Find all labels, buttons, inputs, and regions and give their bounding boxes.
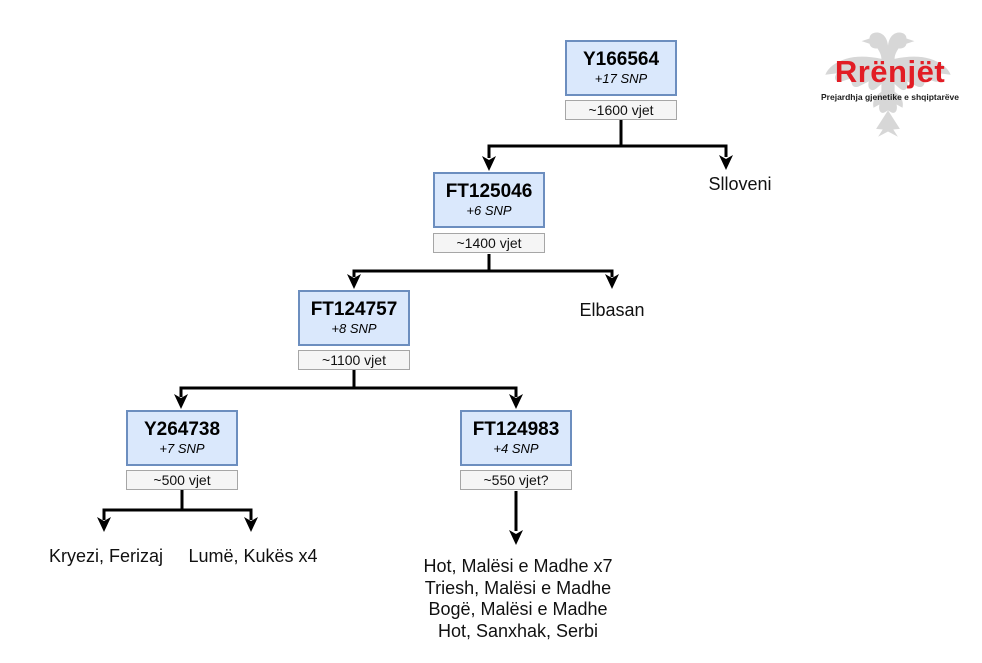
node-snp-count: +4 SNP: [493, 441, 539, 457]
connector-ft125046: [352, 254, 614, 277]
age-label-ft124757: ~1100 vjet: [298, 350, 410, 370]
rrenjet-logo: Rrënjët Prejardhja gjenetike e shqiptarë…: [800, 18, 980, 146]
haplogroup-node-y264738: Y264738 +7 SNP: [126, 410, 238, 466]
haplogroup-node-ft125046: FT125046 +6 SNP: [433, 172, 545, 228]
age-label-ft124983: ~550 vjet?: [460, 470, 572, 490]
connector-y166564: [487, 120, 728, 158]
logo-tagline: Prejardhja gjenetike e shqiptarëve: [821, 92, 959, 102]
node-snp-count: +17 SNP: [594, 71, 648, 87]
leaf-line: Hot, Malësi e Madhe x7: [423, 556, 613, 576]
node-snp-count: +8 SNP: [331, 321, 377, 337]
node-snp-count: +6 SNP: [466, 203, 512, 219]
node-title: FT125046: [445, 180, 533, 202]
age-label-y166564: ~1600 vjet: [565, 100, 677, 120]
arrowheads: [97, 155, 733, 545]
node-snp-count: +7 SNP: [159, 441, 205, 457]
node-title: Y166564: [582, 48, 660, 70]
node-title: FT124983: [472, 418, 560, 440]
leaf-line: Bogë, Malësi e Madhe: [428, 599, 608, 619]
logo-wordmark: Rrënjët: [834, 54, 946, 89]
node-title: FT124757: [310, 298, 398, 320]
leaf-line: Hot, Sanxhak, Serbi: [437, 620, 599, 641]
age-label-y264738: ~500 vjet: [126, 470, 238, 490]
haplogroup-node-y166564: Y166564 +17 SNP: [565, 40, 677, 96]
leaf-lume-kukes: Lumë, Kukës x4: [188, 546, 318, 566]
connector-ft124757: [179, 370, 518, 397]
leaf-slloveni: Slloveni: [708, 174, 772, 194]
haplogroup-node-ft124757: FT124757 +8 SNP: [298, 290, 410, 346]
leaf-kryezi-ferizaj: Kryezi, Ferizaj: [48, 546, 164, 566]
leaf-elbasan: Elbasan: [579, 300, 645, 320]
age-label-ft125046: ~1400 vjet: [433, 233, 545, 253]
connector-y264738: [102, 490, 253, 520]
haplogroup-node-ft124983: FT124983 +4 SNP: [460, 410, 572, 466]
leaf-group-ft124983: Hot, Malësi e Madhe x7 Triesh, Malësi e …: [402, 556, 634, 642]
leaf-line: Triesh, Malësi e Madhe: [424, 577, 612, 598]
node-title: Y264738: [143, 418, 221, 440]
double-headed-eagle-icon: [825, 32, 951, 137]
